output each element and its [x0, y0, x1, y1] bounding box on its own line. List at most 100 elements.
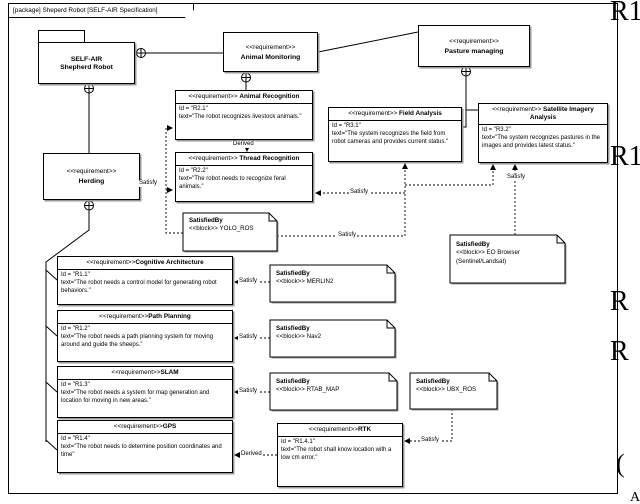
satisfy-label: Satisfy — [138, 180, 159, 187]
note-block: <<block>> EO Browser — [456, 249, 520, 257]
satisfy-label: Satisfy — [349, 189, 370, 196]
margin-text-6: A — [630, 490, 640, 504]
stereotype-label: <<requirement>> — [188, 93, 240, 100]
note-title: SatisfiedBy — [456, 241, 490, 248]
self-air-title-line2: Shepherd Robot — [60, 63, 113, 71]
note-block: <<block>> Nav2 — [276, 333, 322, 341]
req-slam: <<requirement>>SLAM Id = "R1.3" text="Th… — [57, 366, 233, 418]
note-block: <<block>> YOLO_ROS — [189, 225, 254, 233]
diagram-frame — [8, 3, 618, 494]
satisfy-label: Satisfy — [238, 388, 259, 395]
satisfy-label: Satisfy — [337, 232, 358, 239]
note-ubx-ros: SatisfiedBy <<block>> UBX_ROS — [410, 374, 497, 395]
margin-text-3: R — [610, 286, 629, 317]
req-animal-recognition: <<requirement>> Animal Recognition Id = … — [175, 90, 313, 140]
req-gps: <<requirement>>GPS Id = "R1.4" text="The… — [57, 420, 233, 473]
requirement-id: Id = "R3.1" — [332, 123, 361, 129]
requirement-text: text="The robot needs to recognize feral… — [179, 175, 286, 190]
requirement-name: SLAM — [160, 369, 179, 376]
requirement-id: Id = "R1.4.1" — [281, 439, 315, 445]
note-block-extra: (Sentinel/Landsat) — [456, 257, 507, 265]
requirement-body: Id = "R2.1" text="The robot recognizes l… — [176, 104, 312, 124]
stereotype-label: <<requirement>> — [308, 426, 358, 433]
note-block: <<block>> MERLIN2 — [276, 278, 334, 286]
requirement-body: Id = "R3.1" text="The system recognizes … — [329, 121, 461, 148]
note-shapes — [182, 212, 567, 412]
margin-text-5: ( — [616, 449, 625, 478]
requirement-id: Id = "R1.1" — [61, 272, 90, 278]
req-path-planning: <<requirement>>Path Planning Id = "R1.2"… — [57, 310, 233, 362]
requirement-name: Field Analysis — [399, 110, 442, 117]
containment-lines — [45, 31, 478, 451]
stereotype-label: <<requirement>> — [245, 43, 296, 51]
satisfy-label: Satisfy — [420, 437, 441, 444]
stereotype-label: <<requirement>> — [188, 155, 240, 162]
requirement-text: text="The robot needs a control model fo… — [61, 279, 217, 294]
stereotype-label: <<requirement>> — [348, 110, 400, 117]
stereotype-label: <<requirement>> — [113, 423, 163, 430]
requirement-title: <<requirement>>GPS — [58, 421, 232, 434]
requirement-name: Path Planning — [148, 313, 191, 320]
requirement-title: <<requirement>>Cognitive Architecture — [58, 257, 232, 270]
req-cognitive-architecture: <<requirement>>Cognitive Architecture Id… — [57, 256, 233, 305]
requirement-id: Id = "R1.3" — [61, 382, 90, 388]
note-yolo-ros: SatisfiedBy <<block>> YOLO_ROS — [183, 213, 277, 234]
margin-text-4: R — [610, 336, 629, 367]
note-block: <<block>> UBX_ROS — [416, 386, 477, 394]
requirement-title: <<requirement>>RTK — [278, 424, 402, 437]
note-merlin2: SatisfiedBy <<block>> MERLIN2 — [270, 266, 395, 287]
requirement-name: RTK — [357, 426, 372, 433]
req-animal-monitoring: <<requirement>> Animal Monitoring — [223, 32, 318, 72]
satisfy-label: Satisfy — [506, 174, 527, 181]
note-title: SatisfiedBy — [416, 378, 450, 385]
stereotype-label: <<requirement>> — [492, 106, 543, 113]
margin-text-1: R1 — [610, 0, 640, 27]
note-rtab-map: SatisfiedBy <<block>> RTAB_MAP — [270, 374, 397, 395]
requirement-title: <<requirement>>SLAM — [58, 367, 232, 380]
requirement-name: Cognitive Architecture — [135, 259, 204, 266]
arrowheads — [167, 125, 518, 458]
note-nav2: SatisfiedBy <<block>> Nav2 — [270, 321, 395, 342]
req-field-analysis: <<requirement>> Field Analysis Id = "R3.… — [328, 107, 462, 162]
requirement-name: Animal Monitoring — [240, 53, 301, 61]
requirement-body: Id = "R1.4" text="The robot needs to det… — [58, 434, 232, 461]
stereotype-label: <<requirement>> — [66, 168, 117, 175]
stereotype-label: <<requirement>> — [86, 259, 136, 266]
requirement-title: <<requirement>> Field Analysis — [329, 108, 461, 121]
requirement-id: Id = "R2.2" — [179, 168, 208, 174]
requirement-title: <<requirement>> Satellite Imagery Analys… — [479, 104, 607, 125]
requirement-body: Id = "R3.2" text="The system recognizes … — [479, 125, 607, 152]
requirement-title: <<requirement>>Path Planning — [58, 311, 232, 324]
requirement-name: Herding — [78, 178, 105, 185]
self-air-title-line1: SELF-AIR — [70, 55, 103, 63]
requirement-body: Id = "R1.4.1" text="The robot shall know… — [278, 437, 402, 464]
note-block: <<block>> RTAB_MAP — [276, 386, 340, 394]
derived-label: Derived — [240, 451, 263, 458]
requirement-body: Id = "R2.2" text="The robot needs to rec… — [176, 166, 312, 193]
req-satellite-imagery: <<requirement>> Satellite Imagery Analys… — [478, 103, 608, 163]
requirement-id: Id = "R1.2" — [61, 326, 90, 332]
requirement-name: Satellite Imagery Analysis — [529, 106, 594, 121]
requirement-name: Pasture managing — [444, 47, 504, 55]
requirement-id: Id = "R2.1" — [179, 106, 208, 112]
req-herding: <<requirement>> Herding — [43, 153, 140, 200]
requirement-title: <<requirement>> Thread Recognition — [176, 153, 312, 166]
containment-icon — [84, 48, 471, 211]
requirement-name: Animal Recognition — [239, 93, 300, 100]
note-title: SatisfiedBy — [189, 217, 223, 224]
stereotype-label: <<requirement>> — [111, 369, 161, 376]
note-title: SatisfiedBy — [276, 270, 310, 277]
note-title: SatisfiedBy — [276, 378, 310, 385]
requirement-text: text="The robot needs to determine posit… — [61, 443, 222, 458]
note-eo-browser: SatisfiedBy <<block>> EO Browser (Sentin… — [450, 237, 565, 266]
margin-text-2: R1 — [610, 141, 640, 172]
note-title: SatisfiedBy — [276, 325, 310, 332]
requirement-body: Id = "R1.3" text="The robot needs a syst… — [58, 380, 232, 407]
stereotype-label: <<requirement>> — [449, 37, 499, 45]
requirement-text: text="The robot needs a path planning sy… — [61, 333, 214, 348]
block-self-air: SELF-AIR Shepherd Robot — [38, 42, 135, 84]
requirement-text: text="The robot recognizes livestock ani… — [179, 113, 302, 120]
req-pasture-managing: <<requirement>> Pasture managing — [418, 25, 530, 67]
